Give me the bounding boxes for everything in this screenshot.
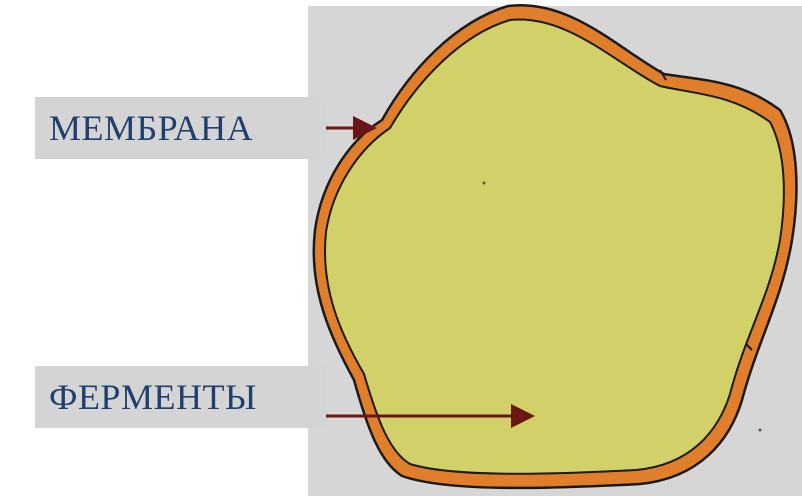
cytoplasm-speck [483, 182, 486, 185]
cytoplasm-speck [759, 429, 762, 432]
membrane-label-box: МЕМБРАНА [35, 97, 325, 159]
enzymes-label-box: ФЕРМЕНТЫ [35, 366, 325, 428]
enzymes-label: ФЕРМЕНТЫ [49, 376, 257, 418]
membrane-label: МЕМБРАНА [49, 107, 253, 149]
